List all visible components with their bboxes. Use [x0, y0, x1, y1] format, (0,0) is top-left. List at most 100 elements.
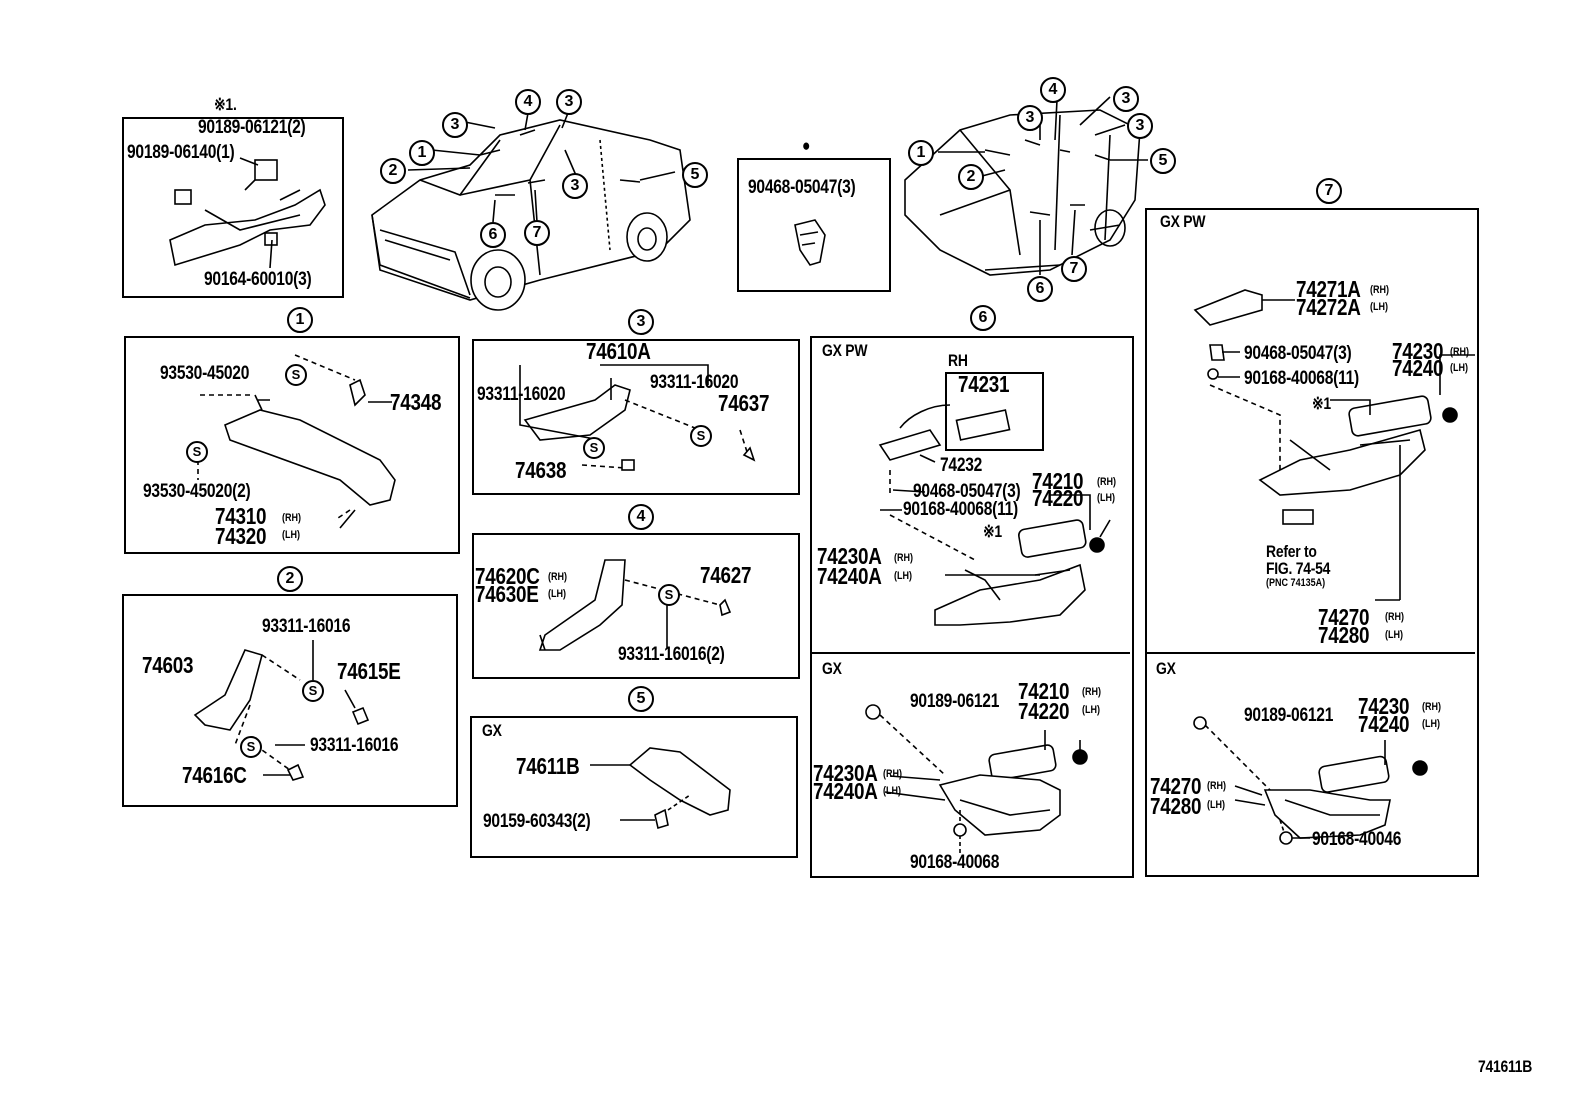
part-label: 74232 — [940, 455, 983, 476]
panel-5-callout: 5 — [628, 686, 654, 712]
diagram-id: 741611B — [1478, 1057, 1533, 1076]
rh-suffix: (RH) — [883, 768, 903, 780]
part-label: 74270 — [1150, 773, 1202, 799]
lh-suffix: (LH) — [894, 570, 913, 582]
part-label: 74627 — [700, 562, 752, 588]
part-label: 90168-40046 — [1312, 829, 1402, 850]
panel-4-callout: 4 — [628, 504, 654, 530]
panel-header: GX PW — [1160, 212, 1206, 231]
panel-2-callout: 2 — [277, 566, 303, 592]
seal-s-marker: S — [240, 736, 262, 758]
part-label: 90189-06121 — [910, 691, 1000, 712]
inset-box-top-center — [737, 158, 891, 292]
callout-6: 6 — [1027, 276, 1053, 302]
part-label: 93311-16020 — [477, 384, 566, 405]
callout-7: 7 — [1061, 256, 1087, 282]
seal-s-marker: S — [285, 364, 307, 386]
panel-7-box — [1145, 208, 1479, 877]
lh-suffix: (LH) — [1422, 718, 1441, 730]
part-label: 90159-60343(2) — [483, 811, 591, 832]
seal-s-marker: S — [186, 441, 208, 463]
part-label: 90189-06121(2) — [198, 117, 306, 138]
panel-7-divider — [1145, 652, 1475, 654]
part-label: 74616C — [182, 762, 247, 788]
panel-6-box — [810, 336, 1134, 878]
part-label: 74610A — [586, 338, 651, 364]
part-label: 93311-16016(2) — [618, 644, 725, 665]
panel-header: GX — [482, 721, 502, 740]
part-label: 74630E — [475, 581, 539, 607]
part-label: 74240A — [817, 563, 882, 589]
part-label: 90168-40068(11) — [903, 499, 1019, 520]
part-label: 74210 — [1032, 468, 1084, 494]
part-label: 74231 — [958, 371, 1010, 397]
vehicle-illustration-right — [904, 109, 1141, 276]
part-label: 93530-45020 — [160, 363, 250, 384]
callout-3: 3 — [556, 89, 582, 115]
panel-4-box — [472, 533, 800, 679]
part-label: 74271A — [1296, 276, 1361, 302]
panel-6-callout: 6 — [970, 305, 996, 331]
part-label: 90468-05047(3) — [1244, 343, 1352, 364]
callout-7: 7 — [524, 220, 550, 246]
lh-suffix: (LH) — [1370, 301, 1389, 313]
part-label: 74620C — [475, 563, 540, 589]
inset-box-top-left — [122, 117, 344, 298]
vehicle-illustration-left — [371, 119, 691, 311]
lh-suffix: (LH) — [1207, 799, 1226, 811]
part-label: 74638 — [515, 457, 567, 483]
callout-1: 1 — [409, 140, 435, 166]
rh-suffix: (RH) — [548, 571, 568, 583]
part-label: 74240A — [813, 778, 878, 804]
panel-5-box — [470, 716, 798, 858]
part-label: 74637 — [718, 390, 770, 416]
rh-suffix: (RH) — [282, 512, 302, 524]
part-label: 74240 — [1392, 355, 1444, 381]
lh-suffix: (LH) — [1385, 629, 1404, 641]
part-label: 90189-06140(1) — [127, 142, 235, 163]
lh-suffix: (LH) — [883, 785, 902, 797]
part-label: 74615E — [337, 658, 401, 684]
panel-7-callout: 7 — [1316, 178, 1342, 204]
reference-text: FIG. 74-54 — [1266, 559, 1331, 578]
rh-box-label: RH — [948, 351, 968, 370]
part-label: 74210 — [1018, 678, 1070, 704]
part-label: 93311-16020 — [650, 372, 739, 393]
rh-suffix: (RH) — [894, 552, 914, 564]
part-label: 74230A — [813, 760, 878, 786]
part-label: 90168-40068 — [910, 852, 1000, 873]
part-label: 74240 — [1358, 711, 1410, 737]
rh-suffix: (RH) — [1370, 284, 1390, 296]
part-label: 74310 — [215, 503, 267, 529]
callout-2: 2 — [380, 158, 406, 184]
part-label: 74348 — [390, 389, 442, 415]
callout-1: 1 — [908, 140, 934, 166]
part-label: 74272A — [1296, 294, 1361, 320]
part-label: 74220 — [1032, 485, 1084, 511]
part-label: 74230A — [817, 543, 882, 569]
rh-suffix: (RH) — [1385, 611, 1405, 623]
panel-6-rh-box — [945, 372, 1044, 451]
part-label: 93530-45020(2) — [143, 481, 251, 502]
lh-suffix: (LH) — [1450, 362, 1469, 374]
part-label: 74611B — [516, 753, 580, 779]
callout-6: 6 — [480, 222, 506, 248]
lh-suffix: (LH) — [548, 588, 567, 600]
rh-suffix: (RH) — [1082, 686, 1102, 698]
callout-3: 3 — [1017, 105, 1043, 131]
panel-header: GX PW — [822, 341, 868, 360]
callout-5: 5 — [682, 162, 708, 188]
seal-s-marker: S — [690, 425, 712, 447]
panel-1-box — [124, 336, 460, 554]
lh-suffix: (LH) — [282, 529, 301, 541]
part-label: 90468-05047(3) — [748, 177, 856, 198]
note-mark: ※1 — [1312, 394, 1331, 413]
part-label: 74270 — [1318, 604, 1370, 630]
panel-3-callout: 3 — [628, 309, 654, 335]
part-label: 74603 — [142, 652, 194, 678]
part-label: 90189-06121 — [1244, 705, 1334, 726]
note-mark: ※1. — [214, 95, 237, 114]
part-label: 74280 — [1318, 622, 1370, 648]
callout-2: 2 — [958, 164, 984, 190]
reference-text: (PNC 74135A) — [1266, 577, 1326, 589]
